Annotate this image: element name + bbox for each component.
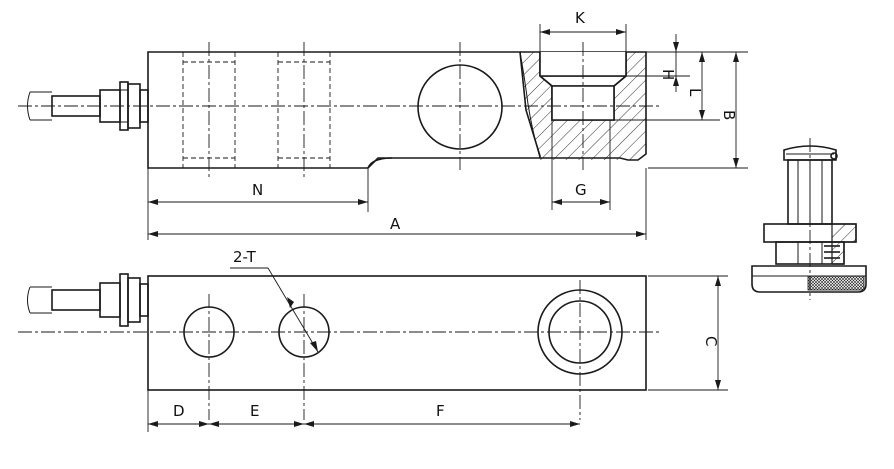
beam-body-side	[147, 51, 541, 169]
dimension-k: K	[539, 9, 627, 52]
label-c: C	[702, 336, 720, 346]
dimension-a: A	[148, 168, 647, 240]
dimension-g: G	[551, 120, 611, 210]
cable-plan	[27, 273, 149, 327]
dimension-b: B	[648, 51, 748, 169]
label-a: A	[390, 215, 401, 233]
mounting-foot-detail	[751, 138, 867, 300]
dimension-d: D	[147, 390, 209, 432]
label-k: K	[575, 9, 586, 27]
side-view	[18, 42, 660, 180]
dimension-f: F	[304, 402, 580, 427]
label-l: L	[686, 88, 704, 97]
label-g: G	[575, 181, 587, 199]
section-hatch	[520, 52, 646, 160]
dimension-c: C	[648, 275, 728, 391]
dimension-n: N	[147, 168, 369, 240]
plan-view	[18, 273, 660, 420]
label-n: N	[252, 181, 263, 199]
dimension-e: E	[209, 402, 304, 427]
label-f: F	[436, 402, 445, 420]
label-d: D	[173, 402, 185, 420]
label-h: H	[659, 69, 677, 80]
label-b: B	[720, 110, 738, 120]
callout-2t: 2-T	[230, 248, 319, 353]
label-e: E	[250, 402, 259, 420]
dimension-h: H	[626, 34, 690, 92]
label-2t: 2-T	[233, 248, 257, 266]
dimension-l: L	[614, 52, 720, 121]
beam-body-plan	[147, 275, 647, 391]
beam-groove	[367, 157, 393, 169]
